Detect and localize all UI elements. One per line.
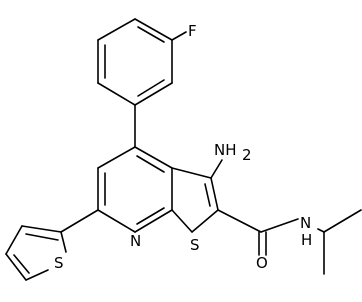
double-bond-inner [136, 155, 165, 173]
double-bond-inner [25, 233, 59, 241]
bond-to-fluorine [171, 31, 187, 41]
bond-to-amino [210, 159, 223, 179]
amino-label: NH 2 [214, 141, 252, 164]
amide-hydrogen-text: H [301, 231, 312, 249]
amide-nitrogen-text: N [300, 214, 311, 232]
thienyl-sulfur-label: S [54, 254, 64, 272]
pyridine-ring [97, 146, 173, 233]
bond [134, 18, 173, 41]
bond [323, 209, 362, 233]
double-bond-inner [13, 254, 30, 274]
double-bond-inner [137, 26, 165, 43]
bond-to-amide-n [260, 218, 299, 233]
amide-nh-label: N H [300, 214, 312, 249]
bond [217, 209, 262, 233]
pyridine-nitrogen-label: N [130, 232, 141, 250]
bond [210, 177, 219, 211]
bond [191, 209, 219, 233]
bond [134, 209, 173, 233]
bond [317, 228, 325, 233]
bond [97, 146, 136, 169]
fluorine-label: F [188, 22, 197, 40]
bond-to-thienyl [60, 209, 99, 233]
thiophene-ring [171, 159, 223, 233]
thienyl-ring [5, 209, 99, 281]
amino-text: NH [214, 141, 237, 159]
fluorophenyl-ring [97, 18, 187, 148]
double-bond-inner [137, 79, 165, 97]
carbonyl-oxygen-label: O [256, 254, 268, 272]
bond [5, 225, 23, 255]
amide-group [217, 209, 362, 275]
bond [25, 269, 49, 281]
double-bond-inner [136, 207, 165, 225]
bond [5, 253, 27, 281]
bond [171, 209, 193, 233]
bond [60, 231, 67, 253]
thiophene-sulfur-label: S [190, 236, 200, 254]
double-bond-inner [204, 183, 211, 207]
bond [134, 146, 173, 169]
amino-subscript: 2 [242, 146, 252, 164]
bond [134, 82, 173, 106]
bond [21, 225, 62, 233]
bond [97, 18, 136, 41]
bond [97, 209, 136, 233]
bond [97, 82, 136, 106]
bond [171, 167, 212, 179]
